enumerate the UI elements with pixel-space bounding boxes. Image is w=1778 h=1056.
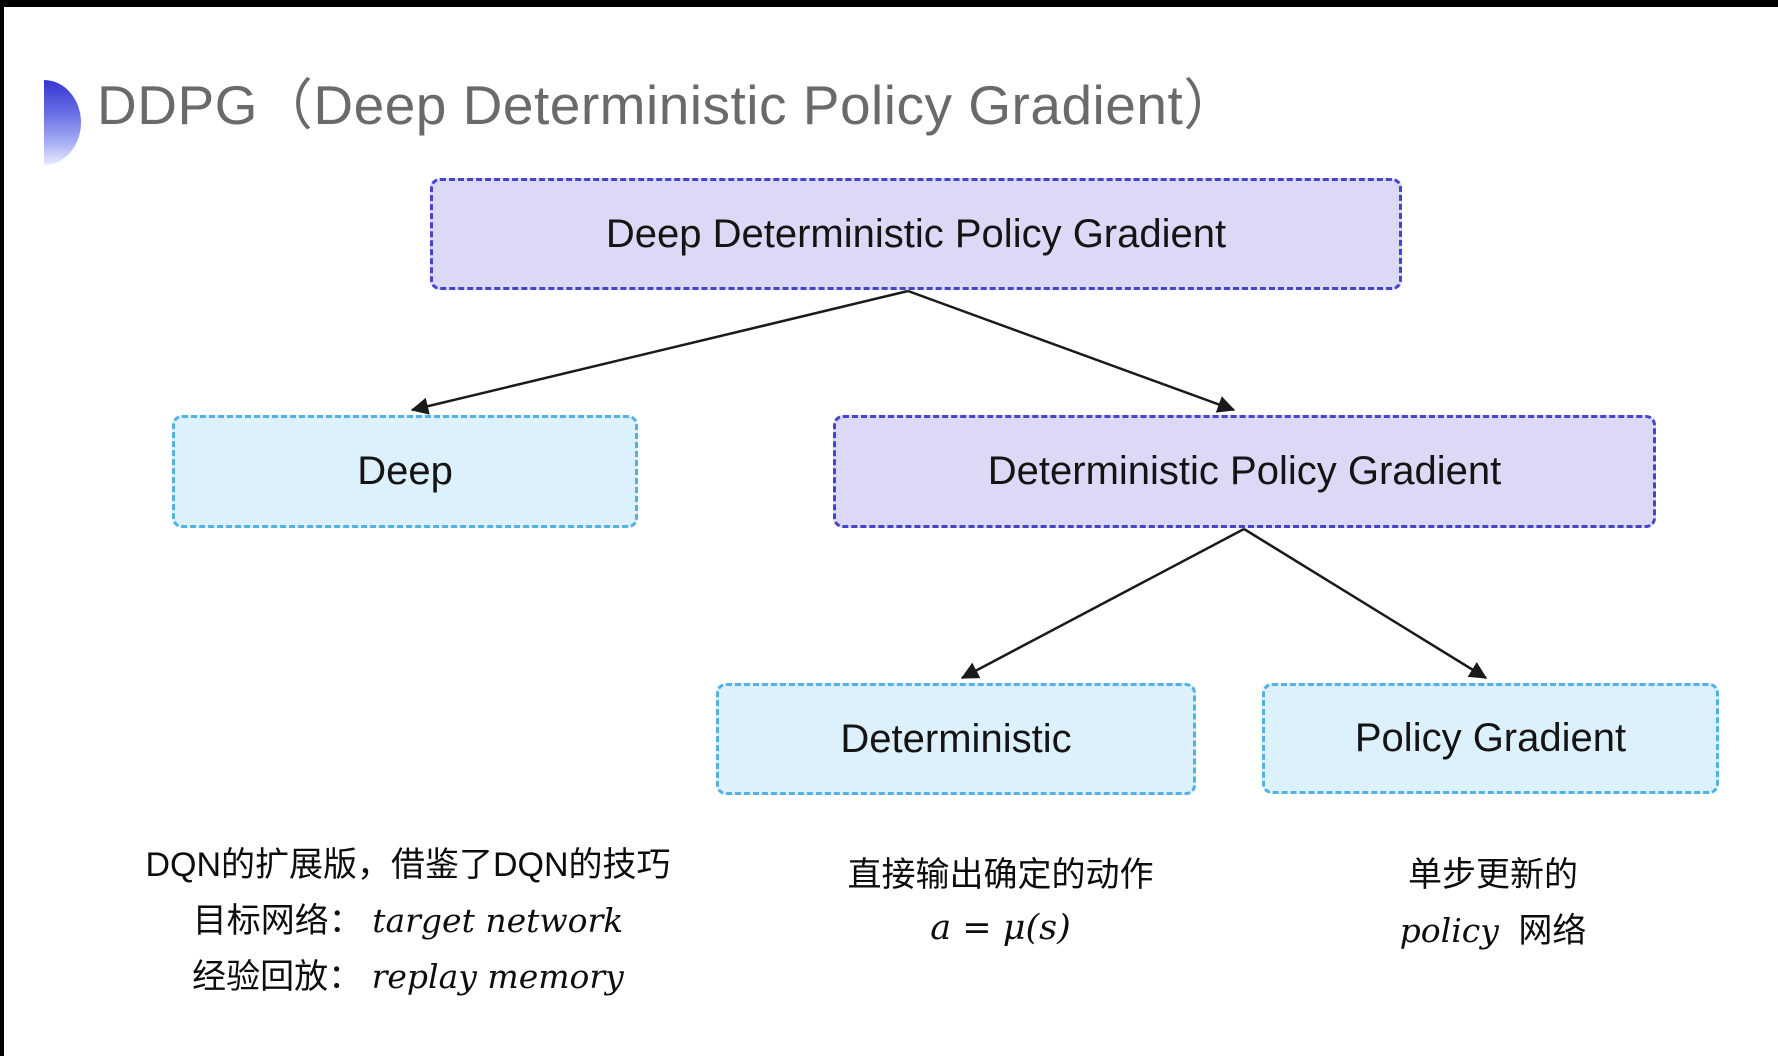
note-term: replay memory bbox=[371, 957, 624, 996]
note-policy-gradient: 单步更新的 policy 网络 bbox=[1353, 848, 1633, 959]
node-label: Deterministic Policy Gradient bbox=[987, 449, 1502, 493]
note-label: 目标网络： bbox=[192, 902, 363, 940]
note-deterministic: 直接输出确定的动作 a = μ(s) bbox=[808, 848, 1193, 953]
node-deep: Deep bbox=[172, 415, 638, 528]
note-text: 网络 bbox=[1518, 912, 1587, 950]
note-term: target network bbox=[372, 901, 624, 940]
note-line: 单步更新的 bbox=[1353, 848, 1633, 903]
accent-semicircle-icon bbox=[44, 80, 81, 165]
note-label: 经验回放： bbox=[192, 958, 363, 996]
note-line: policy 网络 bbox=[1353, 903, 1633, 959]
left-border-strip bbox=[0, 0, 4, 1056]
note-text: DQN的扩展版，借鉴了DQN的技巧 bbox=[145, 846, 671, 884]
note-term: policy bbox=[1399, 911, 1499, 950]
node-deterministic-policy-gradient: Deterministic Policy Gradient bbox=[833, 415, 1656, 528]
formula: a = μ(s) bbox=[930, 908, 1071, 948]
node-deterministic: Deterministic bbox=[716, 683, 1196, 795]
note-line: 目标网络： target network bbox=[118, 893, 698, 949]
node-label: Deep bbox=[357, 449, 453, 493]
node-label: Deterministic bbox=[840, 716, 1072, 761]
note-line: DQN的扩展版，借鉴了DQN的技巧 bbox=[118, 838, 698, 893]
note-line: 经验回放： replay memory bbox=[118, 949, 698, 1005]
note-line: 直接输出确定的动作 bbox=[808, 848, 1193, 903]
slide-title: DDPG（Deep Deterministic Policy Gradient） bbox=[97, 74, 1239, 136]
node-deep-deterministic-policy-gradient: Deep Deterministic Policy Gradient bbox=[430, 178, 1402, 290]
node-label: Deep Deterministic Policy Gradient bbox=[605, 211, 1227, 256]
top-border-strip bbox=[0, 0, 1778, 7]
note-dqn-extension: DQN的扩展版，借鉴了DQN的技巧 目标网络： target network 经… bbox=[118, 838, 698, 1005]
note-text: 单步更新的 bbox=[1408, 856, 1578, 894]
node-label: Policy Gradient bbox=[1354, 716, 1627, 760]
note-text: 直接输出确定的动作 bbox=[847, 856, 1154, 894]
node-policy-gradient: Policy Gradient bbox=[1262, 683, 1719, 794]
